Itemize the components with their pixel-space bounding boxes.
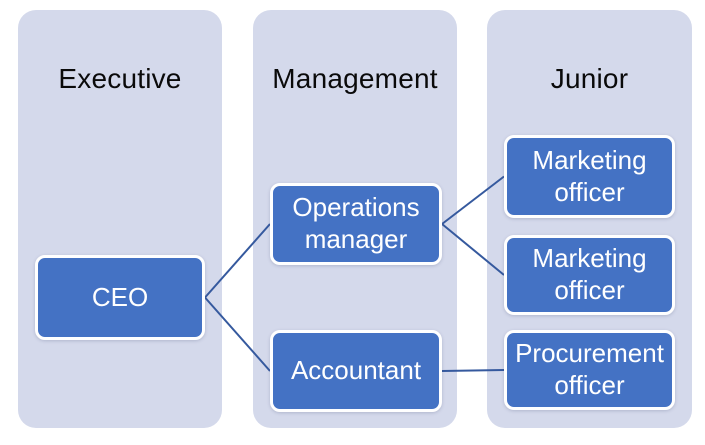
node-accountant: Accountant (270, 330, 442, 412)
node-ceo-label: CEO (91, 281, 149, 312)
lane-title-executive: Executive (58, 63, 182, 94)
node-accountant-label: Accountant (290, 355, 422, 386)
node-marketing-officer-1-label: Marketing officer (532, 144, 647, 207)
node-marketing-officer-2: Marketing officer (504, 235, 675, 315)
node-operations-manager-label: Operations manager (292, 192, 420, 254)
node-marketing-officer-2-label: Marketing officer (532, 243, 647, 305)
node-procurement-officer: Procurement officer (504, 330, 675, 410)
node-ceo: CEO (35, 255, 205, 340)
lane-title-management: Management (272, 63, 438, 94)
node-procurement-officer-label: Procurement officer (515, 338, 664, 400)
lane-title-junior: Junior (550, 63, 629, 94)
node-operations-manager: Operations manager (270, 183, 442, 265)
lane-executive: Executive (18, 10, 222, 428)
node-marketing-officer-1: Marketing officer (504, 135, 675, 218)
